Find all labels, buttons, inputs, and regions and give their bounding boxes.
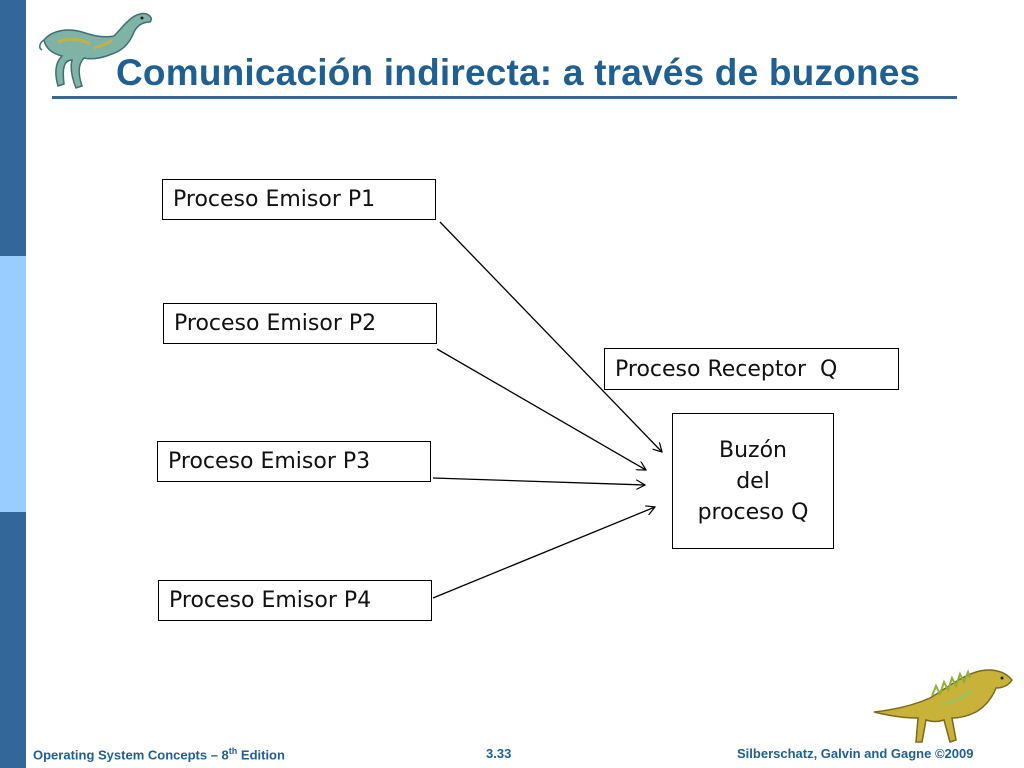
receiver-label: Proceso Receptor Q — [615, 356, 838, 382]
sidebar-segment-middle — [0, 256, 26, 512]
sender-box-p1: Proceso Emisor P1 — [162, 179, 436, 220]
left-sidebar-band — [0, 0, 26, 768]
sidebar-segment-bottom — [0, 512, 26, 768]
mailbox-line-1: Buzón — [719, 437, 787, 463]
sender-label: Proceso Emisor P3 — [168, 449, 371, 474]
receiver-box: Proceso Receptor Q — [604, 348, 899, 390]
footer-authors: Silberschatz, Galvin and Gagne ©2009 — [737, 746, 974, 761]
sender-label: Proceso Emisor P4 — [169, 588, 372, 613]
sender-label: Proceso Emisor P2 — [174, 311, 377, 336]
footer-book-title: Operating System Concepts – 8th Edition — [33, 746, 285, 763]
sender-box-p4: Proceso Emisor P4 — [158, 580, 432, 621]
sidebar-segment-top — [0, 0, 26, 256]
footer-page-number: 3.33 — [486, 746, 512, 761]
mailbox-box: Buzón del proceso Q — [672, 413, 834, 549]
sender-box-p3: Proceso Emisor P3 — [157, 441, 431, 482]
arrow-p3-to-mailbox — [432, 477, 645, 485]
sender-box-p2: Proceso Emisor P2 — [163, 303, 437, 344]
slide-title: Comunicación indirecta: a través de buzo… — [116, 52, 921, 93]
sender-label: Proceso Emisor P1 — [173, 187, 376, 212]
arrow-p4-to-mailbox — [432, 507, 655, 599]
title-underline — [52, 96, 957, 99]
dinosaur-logo-icon — [39, 12, 152, 89]
arrow-p2-to-mailbox — [436, 348, 646, 470]
arrow-p1-to-mailbox — [439, 221, 662, 452]
dinosaur-illustration-icon — [873, 669, 1013, 743]
mailbox-line-2: del — [736, 468, 770, 494]
mailbox-line-3: proceso Q — [697, 499, 809, 525]
